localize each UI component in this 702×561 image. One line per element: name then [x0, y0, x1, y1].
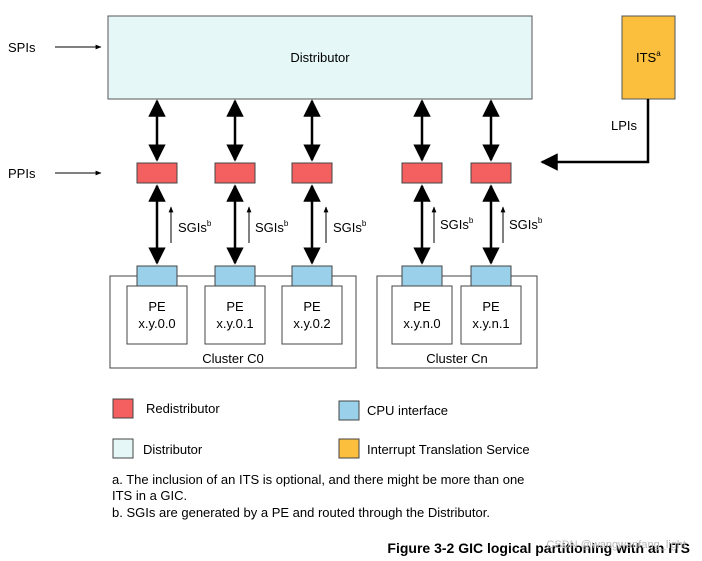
its-box — [621, 15, 676, 100]
ppis-label: PPIs — [8, 166, 36, 181]
legend-distributor-swatch — [112, 438, 134, 459]
cpu-interface — [401, 265, 443, 287]
svg-text:SGIsb: SGIsb — [333, 219, 367, 235]
pe-box — [460, 285, 522, 345]
redistributor — [291, 162, 333, 184]
pe-box — [204, 285, 266, 345]
pe-title: PE — [148, 299, 166, 314]
note-a-line1: a. The inclusion of an ITS is optional, … — [112, 472, 524, 487]
redistributors — [136, 162, 512, 184]
legend-redistributor-swatch — [112, 398, 134, 419]
svg-text:SGIsb: SGIsb — [178, 219, 212, 235]
legend-cpu-interface-label: CPU interface — [367, 403, 448, 418]
pe-id: x.y.0.2 — [293, 316, 330, 331]
lpis-label: LPIs — [611, 118, 638, 133]
spis-label: SPIs — [8, 40, 36, 55]
pe-box — [126, 285, 188, 345]
legend-its-swatch — [338, 438, 360, 459]
pe-title: PE — [226, 299, 244, 314]
cpu-interface — [470, 265, 512, 287]
pe-title: PE — [482, 299, 500, 314]
legend-distributor-label: Distributor — [143, 442, 203, 457]
lpis-arrow — [540, 99, 650, 171]
sgi-arrows — [168, 206, 506, 243]
cpu-interface-links — [148, 184, 500, 265]
redistributor — [470, 162, 512, 184]
pe-id: x.y.n.0 — [403, 316, 440, 331]
distributor-box — [107, 15, 533, 100]
legend-its-label: Interrupt Translation Service — [367, 442, 530, 457]
pe-boxes — [126, 285, 522, 345]
pe-title: PE — [413, 299, 431, 314]
note-b: b. SGIs are generated by a PE and routed… — [112, 505, 490, 520]
note-a-line2: ITS in a GIC. — [112, 488, 187, 503]
distributor-label: Distributor — [290, 50, 350, 65]
redistributor — [136, 162, 178, 184]
distributor-links — [148, 99, 500, 162]
redistributor — [214, 162, 256, 184]
cluster-c0-label: Cluster C0 — [202, 351, 263, 366]
legend-cpu-interface-swatch — [338, 400, 360, 421]
sgi-labels: SGIsb SGIsb SGIsb SGIsb SGIsb — [178, 216, 543, 235]
pe-box — [391, 285, 453, 345]
cpu-interfaces — [136, 265, 512, 287]
cluster-cn — [376, 275, 538, 369]
pe-labels: PE x.y.0.0 PE x.y.0.1 PE x.y.0.2 PE x.y.… — [138, 299, 509, 331]
cluster-cn-label: Cluster Cn — [426, 351, 487, 366]
svg-text:SGIsb: SGIsb — [440, 216, 474, 232]
watermark: CSDN @wangwanfang_light — [546, 539, 686, 551]
its-label: ITSa — [636, 49, 661, 65]
redistributor — [401, 162, 443, 184]
figure-caption: Figure 3-2 GIC logical partitioning with… — [387, 540, 690, 556]
cpu-interface — [136, 265, 178, 287]
svg-text:SGIsb: SGIsb — [255, 219, 289, 235]
pe-id: x.y.n.1 — [472, 316, 509, 331]
pe-title: PE — [303, 299, 321, 314]
svg-text:SGIsb: SGIsb — [509, 216, 543, 232]
pe-id: x.y.0.1 — [216, 316, 253, 331]
pe-box — [281, 285, 343, 345]
legend-redistributor-label: Redistributor — [146, 401, 220, 416]
cpu-interface — [291, 265, 333, 287]
pe-id: x.y.0.0 — [138, 316, 175, 331]
cpu-interface — [214, 265, 256, 287]
